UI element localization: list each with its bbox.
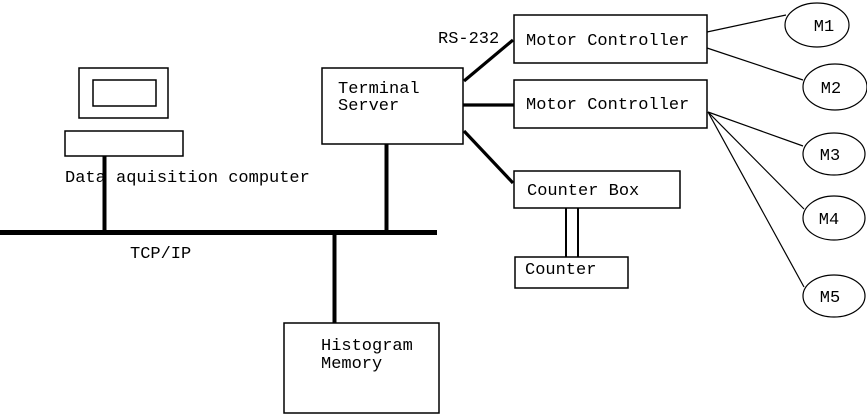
motor-controller-2-to-m3-line [707,111,804,147]
terminal-server-to-motor-controller-1-line [462,38,515,83]
motor-m5-label: M5 [820,289,840,308]
motor-controller-1-label: Motor Controller [526,32,689,51]
keyboard-icon [64,130,184,157]
counter-box-box [513,170,681,209]
motor-m1-label: M1 [814,18,834,37]
motor-m2-ellipse [802,63,867,111]
motor-controller-1-box [513,14,708,64]
motor-m3-ellipse [802,132,866,176]
motor-controller-1-to-m2-line [706,47,804,81]
monitor-screen-icon [92,79,157,107]
terminal-server-label-line1: Terminal [338,80,420,99]
rs232-label: RS-232 [438,30,499,49]
motor-m4-ellipse [802,195,866,241]
motor-controller-2-label: Motor Controller [526,96,689,115]
computer-label: Data aquisition computer [65,169,310,188]
data-acquisition-computer-icon [64,67,184,157]
histogram-memory-label-line1: Histogram [321,337,413,356]
motor-controller-2-to-m4-line [707,111,805,210]
motor-m2-label: M2 [821,80,841,99]
motor-m1-ellipse [784,2,850,48]
histogram-memory-box [283,322,440,414]
motor-controller-2-box [513,79,708,129]
counter-label: Counter [525,261,596,280]
motor-m3-label: M3 [820,147,840,166]
terminal-server-box [321,67,464,145]
counter-box-label: Counter Box [527,182,639,201]
counter-box [514,256,629,289]
terminal-server-to-counter-box-line [462,129,515,185]
motor-m5-ellipse [802,274,866,318]
motor-controller-2-to-m5-line [707,111,805,288]
motor-controller-1-to-m1-line [706,14,787,33]
histogram-memory-label-line2: Memory [321,355,382,374]
tcpip-label: TCP/IP [130,245,191,264]
motor-m4-label: M4 [819,211,839,230]
terminal-server-label-line2: Server [338,97,399,116]
